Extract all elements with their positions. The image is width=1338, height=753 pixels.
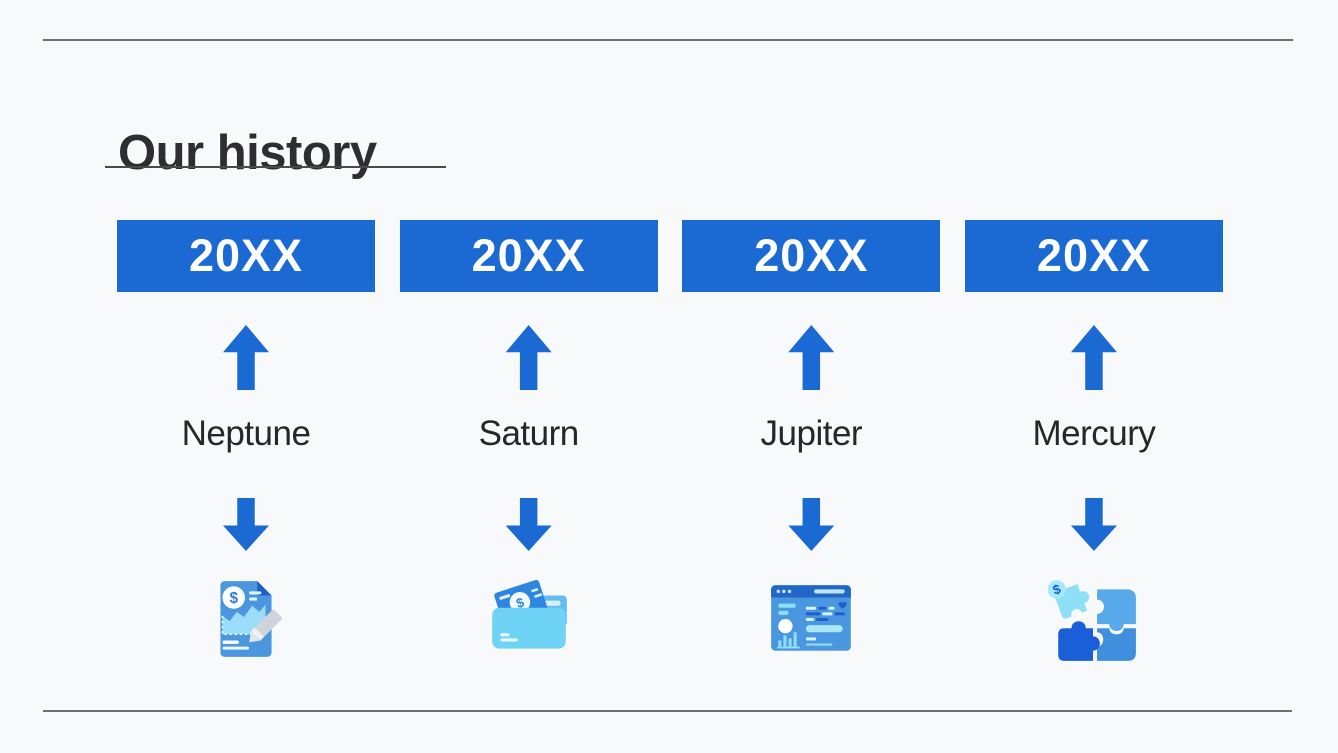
down-arrow-icon [788, 498, 835, 551]
down-arrow-icon [505, 498, 552, 551]
milestone-label: Saturn [478, 414, 580, 453]
timeline-column-jupiter: 20XX Jupiter [682, 220, 941, 665]
up-arrow-icon [505, 325, 552, 390]
milestone-label: Jupiter [760, 414, 863, 453]
milestone-label: Neptune [181, 414, 311, 453]
year-badge: 20XX [399, 220, 658, 292]
puzzle-pieces-icon: $ [1047, 573, 1140, 665]
year-badge: 20XX [117, 220, 375, 292]
wallet-money-icon: $ [483, 573, 575, 665]
year-label: 20XX [188, 230, 304, 281]
year-badge: 20XX [682, 220, 941, 292]
year-label: 20XX [754, 230, 869, 281]
svg-text:$: $ [229, 590, 238, 607]
up-arrow-icon [788, 325, 835, 390]
browser-dashboard-icon [765, 573, 857, 665]
milestone-label: Mercury [1032, 414, 1156, 453]
year-label: 20XX [1036, 230, 1152, 281]
down-arrow-icon [223, 498, 269, 551]
invoice-document-icon: $ [200, 573, 292, 665]
year-label: 20XX [471, 230, 586, 281]
timeline-column-mercury: 20XX Mercury $ [964, 220, 1223, 665]
title-underline [105, 166, 446, 168]
page-title: Our history [118, 125, 377, 180]
timeline-column-saturn: 20XX Saturn $ [399, 220, 658, 665]
down-arrow-icon [1070, 498, 1117, 551]
timeline-column-neptune: 20XX Neptune $ [117, 220, 375, 665]
bottom-divider-line [43, 710, 1292, 712]
top-divider-line [43, 39, 1293, 41]
year-badge: 20XX [964, 220, 1223, 292]
up-arrow-icon [1070, 325, 1117, 390]
timeline-columns: 20XX Neptune $ [117, 220, 1223, 665]
up-arrow-icon [223, 325, 269, 390]
